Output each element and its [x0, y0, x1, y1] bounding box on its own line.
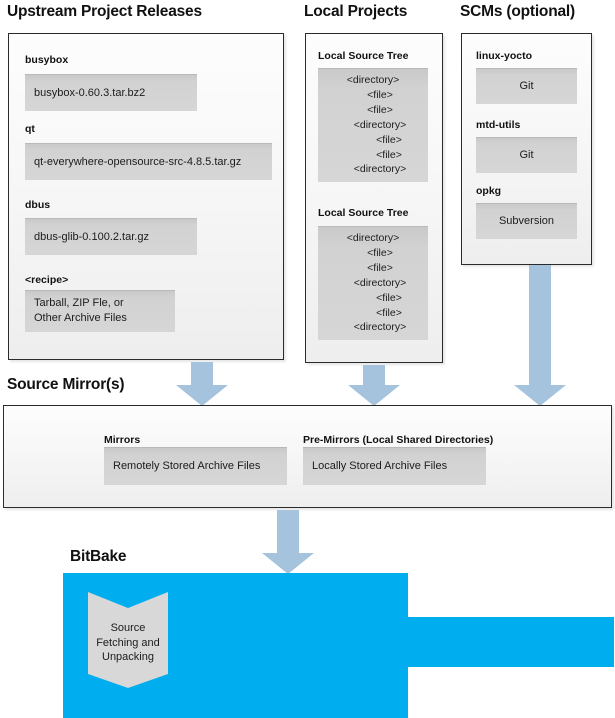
label-recipe: <recipe> [25, 274, 69, 286]
heading-scms-optional: SCMs (optional) [460, 3, 575, 20]
tree-node: <file> [376, 148, 402, 161]
task-line-1: Source [110, 621, 146, 634]
heading-bitbake: BitBake [70, 548, 127, 565]
tree-node: <file> [367, 261, 393, 274]
chip-recipe-line2: Other Archive Files [34, 311, 127, 324]
tree-local-source-2: <directory> <file> <file> <directory> <f… [318, 226, 428, 341]
task-line-2: Fetching and [96, 636, 160, 649]
arrow-upstream-to-mirror [176, 362, 228, 406]
label-qt: qt [25, 123, 35, 135]
label-local-source-tree-1: Local Source Tree [318, 50, 409, 62]
label-dbus: dbus [25, 199, 51, 211]
tree-node: <directory> [346, 74, 400, 86]
tree-node: <file> [367, 88, 393, 101]
tree-node: <directory> [346, 232, 400, 244]
tree-node: <directory> [353, 276, 407, 289]
heading-source-mirrors: Source Mirror(s) [7, 376, 125, 393]
chip-qt-archive: qt-everywhere-opensource-src-4.8.5.tar.g… [25, 143, 272, 180]
tree-node: <directory> [353, 118, 407, 131]
label-busybox: busybox [25, 54, 69, 66]
chip-recipe-line1: Tarball, ZIP Fle, or [34, 297, 124, 309]
tree-node: <file> [367, 103, 393, 116]
arrow-local-to-mirror [348, 365, 400, 406]
tree-node: <file> [376, 133, 402, 146]
label-linux-yocto: linux-yocto [476, 50, 533, 62]
chip-busybox-archive: busybox-0.60.3.tar.bz2 [25, 74, 197, 111]
heading-local-projects: Local Projects [304, 3, 408, 20]
label-mtd-utils: mtd-utils [476, 119, 521, 131]
label-local-source-tree-2: Local Source Tree [318, 207, 409, 219]
arrow-scms-to-mirror [514, 265, 566, 406]
chip-recipe-archive: Tarball, ZIP Fle, or Other Archive Files [25, 290, 175, 332]
tree-node: <file> [376, 291, 402, 304]
chip-dbus-archive: dbus-glib-0.100.2.tar.gz [25, 218, 197, 255]
arrow-mirror-to-bitbake [262, 510, 314, 574]
chip-mtd-utils-scm: Git [476, 137, 577, 173]
label-opkg: opkg [476, 185, 502, 197]
chip-pre-mirrors-value: Locally Stored Archive Files [303, 447, 486, 485]
label-pre-mirrors: Pre-Mirrors (Local Shared Directories) [303, 434, 494, 446]
tree-node: <directory> [353, 321, 407, 334]
tree-node: <directory> [353, 163, 407, 176]
bitbake-task-source-fetching-and-unpacking: Source Fetching and Unpacking [88, 592, 168, 688]
heading-upstream-project-releases: Upstream Project Releases [7, 3, 202, 20]
chip-linux-yocto-scm: Git [476, 68, 577, 104]
tree-local-source-1: <directory> <file> <file> <directory> <f… [318, 68, 428, 183]
tree-node: <file> [376, 306, 402, 319]
tree-node: <file> [367, 246, 393, 259]
chip-mirrors-value: Remotely Stored Archive Files [104, 447, 287, 485]
bitbake-tail-block [407, 617, 614, 667]
chip-opkg-scm: Subversion [476, 203, 577, 239]
task-line-3: Unpacking [102, 651, 154, 664]
label-mirrors: Mirrors [104, 434, 141, 446]
